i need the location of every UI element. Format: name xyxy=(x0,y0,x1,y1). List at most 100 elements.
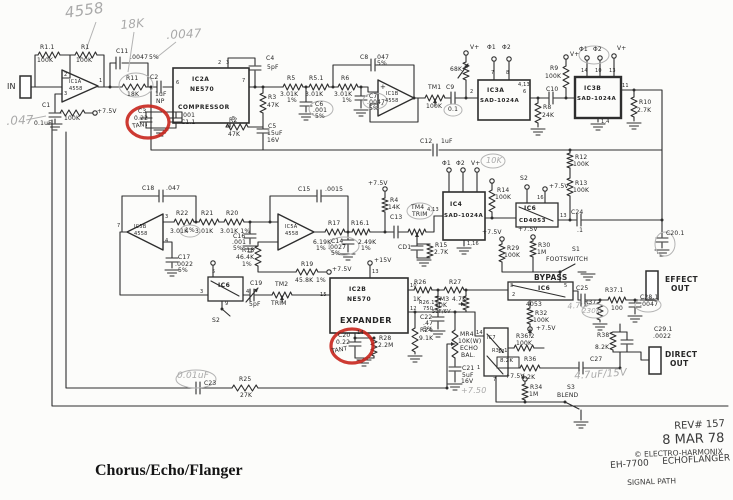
component-label: 2 xyxy=(218,60,222,66)
component-label: 1M xyxy=(529,391,539,398)
component-label: 4,13 xyxy=(518,82,530,88)
component-label: OUT xyxy=(671,284,690,293)
component-label: R26.1 xyxy=(419,300,435,306)
component-label: 4.7uF/15V xyxy=(573,367,628,382)
component-label: R24 xyxy=(420,327,433,334)
component-label: 4558 xyxy=(285,231,299,237)
component-label: .1 xyxy=(577,227,584,234)
component-label: R38 xyxy=(597,332,610,339)
component-label: 4,13 xyxy=(427,207,439,213)
component-label: IC6 xyxy=(538,285,551,292)
component-label: S1 xyxy=(572,246,581,253)
component-label: C16 xyxy=(233,233,246,240)
component-label: 9 xyxy=(225,301,229,307)
component-label: R4 xyxy=(390,197,399,204)
component-label: C22 xyxy=(420,314,433,321)
component-label: 8.2K xyxy=(500,358,514,364)
component-label: .0047 xyxy=(640,301,659,308)
component-label: R17 xyxy=(328,220,341,227)
component-label: 1% xyxy=(242,261,252,268)
component-label: C15 xyxy=(298,186,311,193)
component-label: 1uF xyxy=(155,91,167,98)
component-label: 4.7K xyxy=(452,296,467,303)
component-label: 13 xyxy=(609,68,616,74)
component-label: NE570 xyxy=(347,296,372,303)
component-label: 15 xyxy=(320,292,327,298)
component-label: R9 xyxy=(550,65,559,72)
component-label: 100K xyxy=(76,57,93,64)
component-label: R6 xyxy=(341,75,350,82)
component-label: 100K xyxy=(64,115,81,122)
component-label: 7 xyxy=(117,223,121,229)
component-label: TRIM xyxy=(271,300,287,307)
component-label: 5% xyxy=(233,245,243,252)
component-label: .47 xyxy=(423,320,434,327)
component-label: TM1 xyxy=(428,84,442,91)
component-label: R1 xyxy=(81,44,90,51)
component-label: C1.1 xyxy=(181,119,196,126)
component-label: 10 xyxy=(410,283,417,289)
component-label: R19 xyxy=(301,261,314,268)
component-label: 5pF xyxy=(267,64,279,71)
component-label: 1,16 xyxy=(467,241,479,247)
component-label: 100K xyxy=(533,317,550,324)
component-label: 1% xyxy=(342,97,352,104)
component-label: BAL. xyxy=(461,352,476,359)
component-label: 1M xyxy=(537,249,547,256)
component-label: .0027 xyxy=(328,244,347,251)
component-label: 18K xyxy=(127,91,140,98)
component-label: 3 xyxy=(510,283,514,289)
component-label: S3 xyxy=(567,384,576,391)
component-label: 2.7K xyxy=(434,249,449,256)
component-label: C25 xyxy=(576,285,589,292)
component-label: 13 xyxy=(560,213,567,219)
component-label: MR4 xyxy=(460,331,474,338)
component-label: C29.1 xyxy=(654,326,673,333)
component-label: C2 xyxy=(150,74,159,81)
component-label: .0047 xyxy=(165,26,202,42)
stamp-date: 8 MAR 78 xyxy=(661,430,725,448)
component-label: 3 xyxy=(64,91,68,97)
component-label: 750 xyxy=(423,306,434,312)
component-label: 1% xyxy=(316,277,326,284)
component-label: C3 xyxy=(138,108,147,115)
component-label: .047 xyxy=(375,54,390,61)
component-label: 47K xyxy=(267,102,280,109)
component-label: Φ1 xyxy=(579,46,588,53)
component-label: 100K xyxy=(37,57,54,64)
component-label: C18 xyxy=(142,185,155,192)
component-label: IC5A xyxy=(285,224,298,230)
component-label: .0015 xyxy=(325,186,344,193)
component-label: TM2 xyxy=(275,281,289,288)
component-label: 47K xyxy=(228,131,241,138)
component-label: 3.01K 1% xyxy=(220,228,251,235)
component-label: ECHO xyxy=(460,345,479,352)
component-label: 5pF xyxy=(249,301,261,308)
component-label: R1.1 xyxy=(40,44,55,51)
component-label: R10 xyxy=(639,99,652,106)
component-label: +7.5V xyxy=(536,325,556,332)
component-label: 1% xyxy=(316,245,326,252)
component-label: IC5B xyxy=(134,224,147,230)
component-label: 2 xyxy=(470,89,474,95)
component-label: 5% xyxy=(149,54,159,61)
component-label: V+ xyxy=(617,45,627,52)
component-label: 27K xyxy=(240,392,253,399)
component-label: SAD-1024A xyxy=(480,98,520,104)
component-label: 3.01K xyxy=(170,228,189,235)
component-label: R25 xyxy=(239,376,252,383)
component-label: Φ1 xyxy=(487,44,496,51)
component-label: - xyxy=(381,101,384,109)
component-label: Φ2 xyxy=(456,160,465,167)
component-label: + xyxy=(380,83,387,91)
component-label: 5% xyxy=(315,113,325,120)
component-label: 1uF xyxy=(441,138,453,145)
component-label: C8 xyxy=(360,54,369,61)
component-label: R37.1 xyxy=(605,287,624,294)
component-label: R16.1 xyxy=(351,220,370,227)
component-label: R32 xyxy=(535,310,548,317)
component-label: EFFECT xyxy=(665,275,698,284)
component-label: 10 xyxy=(595,68,602,74)
component-label: R28 xyxy=(379,335,392,342)
component-label: V+ xyxy=(570,51,580,58)
